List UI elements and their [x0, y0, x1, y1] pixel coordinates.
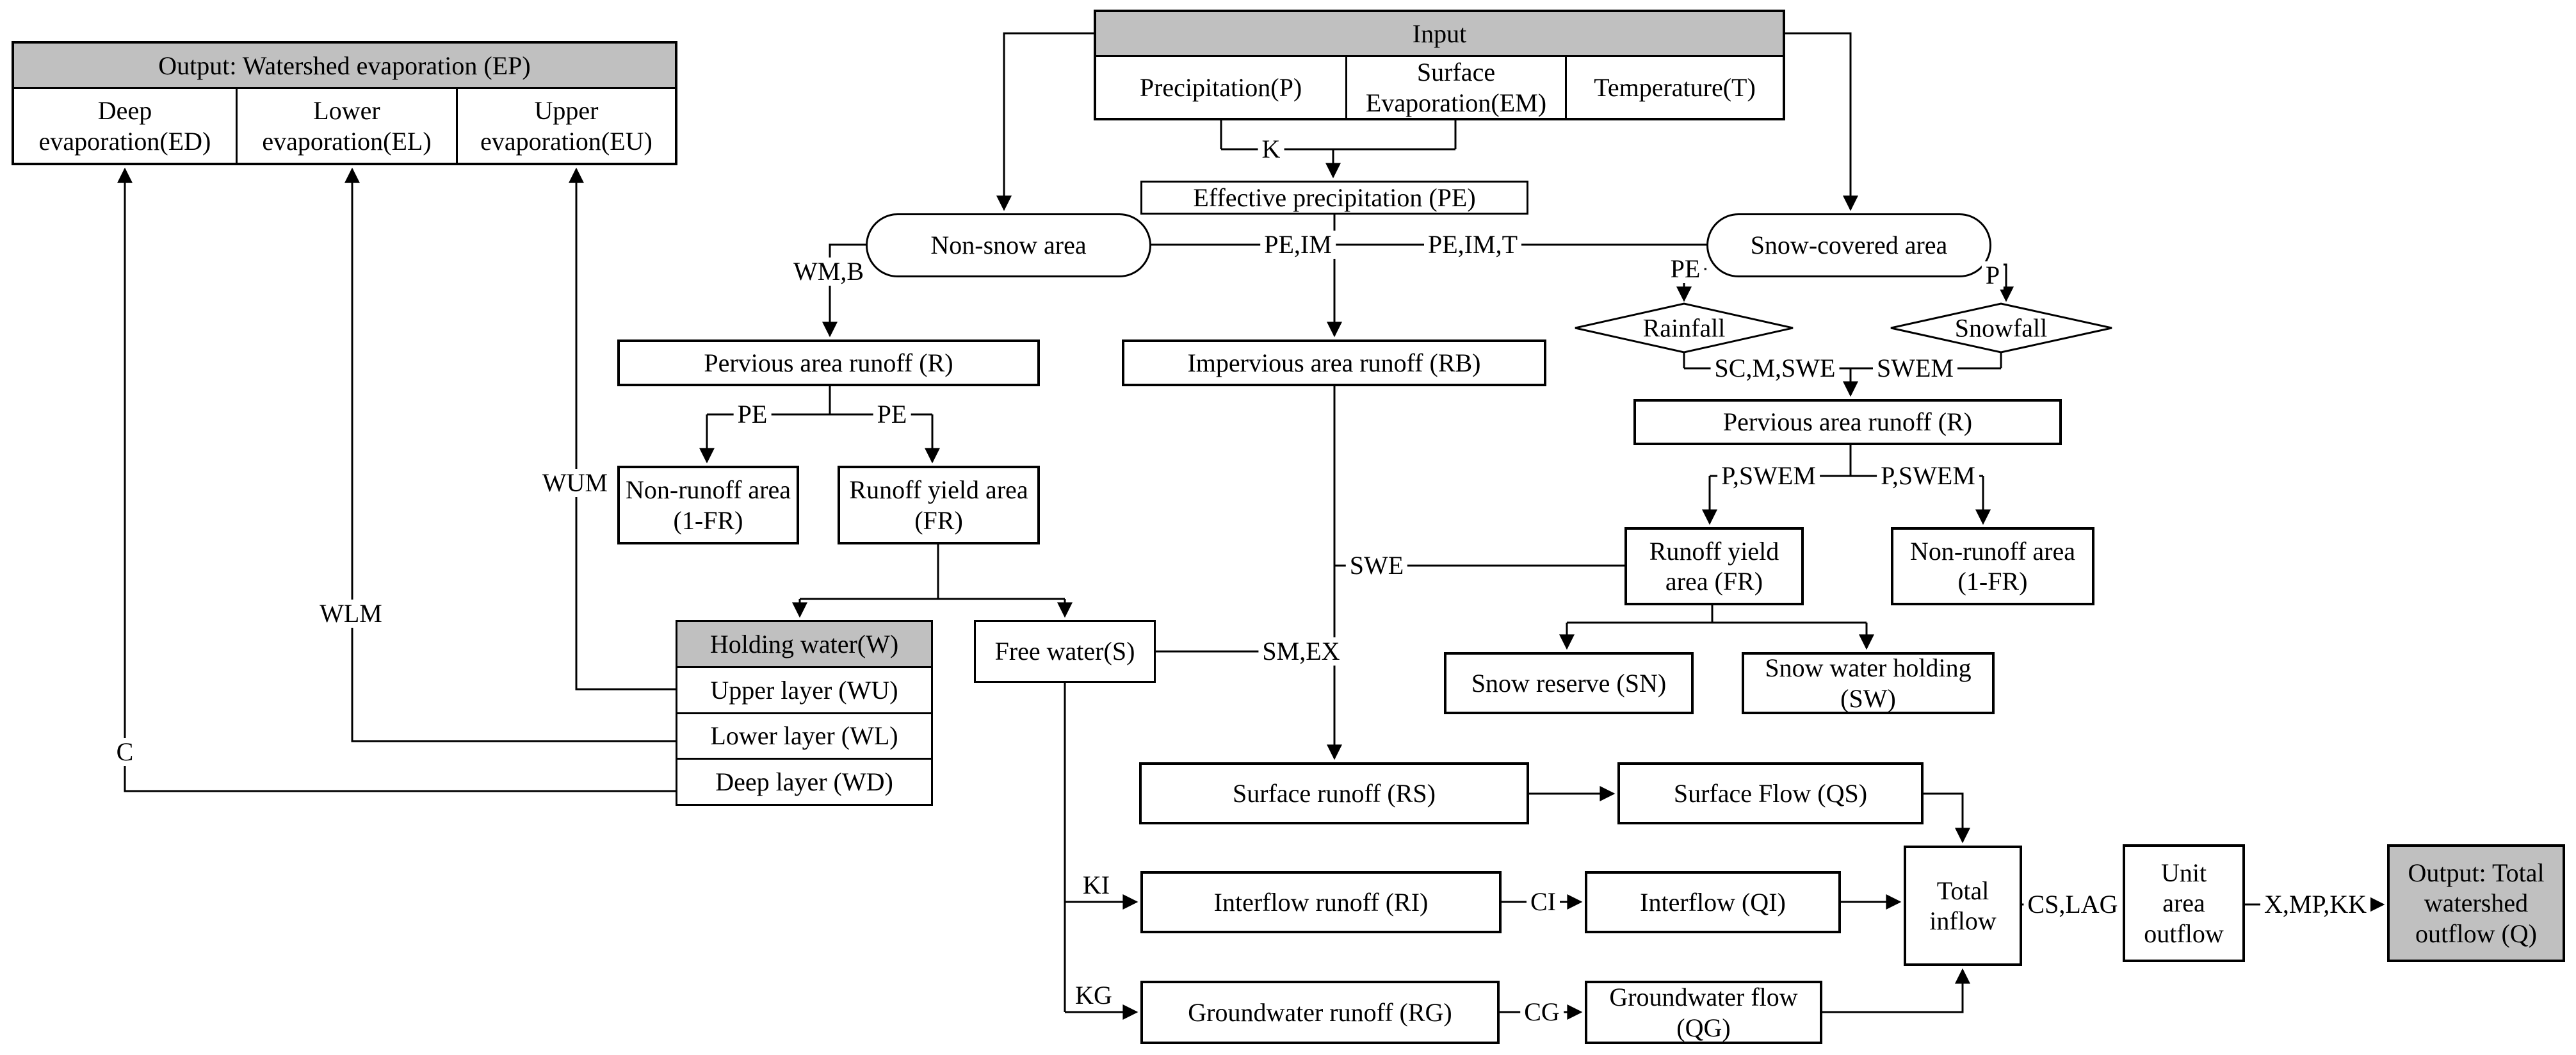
edge-label-swem: SWEM	[1873, 354, 1957, 382]
edge-label-sc-m-swe: SC,M,SWE	[1710, 354, 1840, 382]
node-groundwater-flow: Groundwater flow (QG)	[1585, 981, 1822, 1044]
edge-label-c: C	[112, 738, 138, 766]
input-header: Input	[1096, 12, 1783, 57]
node-runoff-yield-snow: Runoff yield area (FR)	[1624, 527, 1804, 605]
cell-deep-evaporation: Deep evaporation(ED)	[38, 96, 211, 156]
edge-label-p-swem-right: P,SWEM	[1877, 462, 1979, 490]
edge-label-p-snowfall: P	[1981, 261, 2004, 290]
node-surface-flow: Surface Flow (QS)	[1617, 762, 1924, 824]
edge-label-ki: KI	[1082, 871, 1110, 899]
node-total-inflow: Total inflow	[1904, 846, 2022, 966]
rainfall-diamond	[1575, 302, 1794, 354]
node-non-runoff-left: Non-runoff area (1-FR)	[617, 466, 799, 544]
edge-label-wlm: WLM	[316, 600, 386, 628]
node-groundwater-runoff: Groundwater runoff (RG)	[1140, 981, 1500, 1044]
edge-label-swe: SWE	[1345, 552, 1408, 580]
cell-precipitation: Precipitation(P)	[1139, 72, 1302, 102]
row-lower-layer: Lower layer (WL)	[677, 712, 931, 758]
node-surface-runoff: Surface runoff (RS)	[1139, 762, 1529, 824]
node-effective-precipitation: Effective precipitation (PE)	[1140, 181, 1528, 215]
node-snow-covered-area: Snow-covered area	[1706, 213, 1991, 277]
edge-label-sm-ex: SM,EX	[1258, 637, 1344, 666]
row-deep-layer: Deep layer (WD)	[677, 758, 931, 804]
edge-label-wum: WUM	[538, 469, 612, 497]
input-block: Input Precipitation(P) Surface Evaporati…	[1094, 10, 1785, 120]
row-upper-layer: Upper layer (WU)	[677, 666, 931, 712]
cell-upper-evaporation: Upper evaporation(EU)	[456, 89, 675, 163]
holding-water-stack: Holding water(W) Upper layer (WU) Lower …	[676, 620, 933, 806]
holding-water-header: Holding water(W)	[677, 622, 931, 666]
node-impervious-runoff: Impervious area runoff (RB)	[1122, 339, 1546, 386]
node-output-total-outflow: Output: Total watershed outflow (Q)	[2387, 844, 2565, 962]
connectors	[117, 32, 2385, 1020]
node-runoff-yield-left: Runoff yield area (FR)	[838, 466, 1040, 544]
cell-surface-evaporation: Surface Evaporation(EM)	[1345, 57, 1565, 118]
output-evaporation-header: Output: Watershed evaporation (EP)	[14, 44, 675, 89]
edge-label-k: K	[1258, 135, 1284, 163]
node-interflow: Interflow (QI)	[1585, 871, 1841, 933]
cell-lower-evaporation: Lower evaporation(EL)	[236, 89, 456, 163]
snowfall-diamond-label: Snowfall	[1954, 313, 2048, 343]
node-snow-reserve: Snow reserve (SN)	[1444, 652, 1694, 714]
rainfall-diamond-label: Rainfall	[1642, 313, 1726, 343]
node-interflow-runoff: Interflow runoff (RI)	[1140, 871, 1502, 933]
node-unit-area-outflow: Unit area outflow	[2123, 844, 2245, 962]
node-pervious-runoff-snow: Pervious area runoff (R)	[1633, 399, 2062, 445]
edge-label-pe-im: PE,IM	[1260, 231, 1336, 259]
edge-label-cs-lag: CS,LAG	[2023, 890, 2122, 919]
node-pervious-runoff-left: Pervious area runoff (R)	[617, 339, 1040, 386]
edge-label-p-swem-left: P,SWEM	[1717, 462, 1820, 490]
edge-label-kg: KG	[1075, 981, 1112, 1010]
edge-label-wmb: WM,B	[790, 258, 868, 286]
edge-label-pe-split-right: PE	[873, 400, 911, 429]
output-evaporation-block: Output: Watershed evaporation (EP) Deep …	[12, 41, 677, 165]
edge-label-x-mp-kk: X,MP,KK	[2260, 890, 2371, 919]
cell-temperature: Temperature(T)	[1565, 57, 1783, 118]
edge-label-cg: CG	[1520, 998, 1564, 1026]
edge-label-pe-im-t: PE,IM,T	[1424, 231, 1521, 259]
edge-label-ci: CI	[1527, 888, 1560, 916]
node-non-snow-area: Non-snow area	[866, 213, 1151, 277]
node-free-water: Free water(S)	[974, 620, 1156, 683]
snowfall-diamond	[1890, 302, 2112, 354]
edge-label-pe-rainfall: PE	[1666, 255, 1705, 283]
edge-label-pe-split-left: PE	[733, 400, 772, 429]
node-snow-water-holding: Snow water holding (SW)	[1742, 652, 1995, 714]
node-non-runoff-snow: Non-runoff area (1-FR)	[1891, 527, 2094, 605]
